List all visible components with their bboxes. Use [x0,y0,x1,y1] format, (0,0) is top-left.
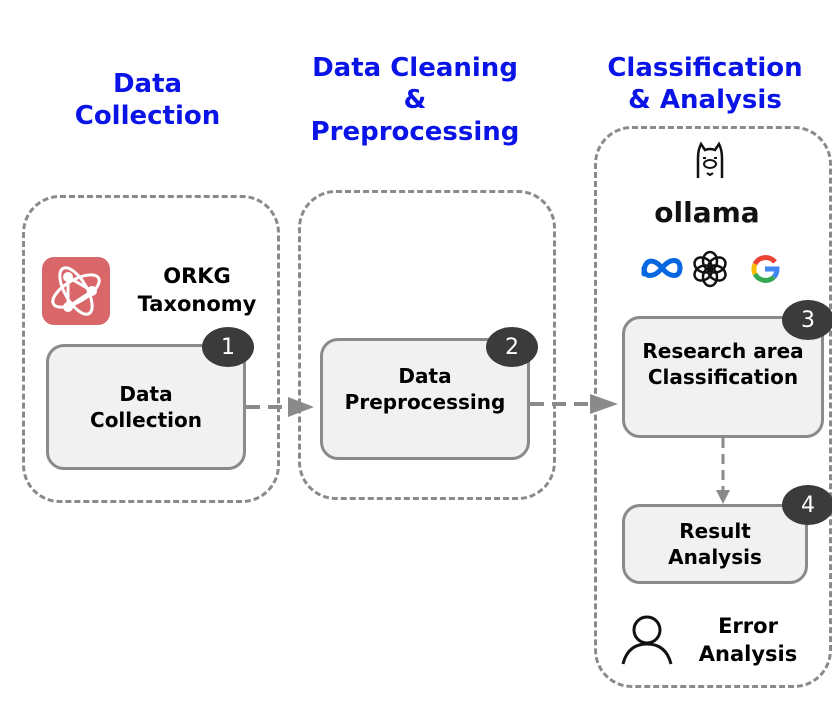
label-line: ORKG [163,264,231,288]
title-line: Data Cleaning [312,53,518,83]
box-line: Data [398,364,452,388]
step-badge-4: 4 [782,485,832,525]
step-badge-3: 3 [782,300,832,340]
arrowhead-1 [288,397,314,417]
ollama-label: ollama [654,196,760,229]
title-line: Data [112,69,183,99]
arrowhead-3 [716,490,730,504]
meta-icon [640,254,684,282]
label-line: Analysis [698,642,798,666]
box-line: Data [119,382,173,406]
label-line: Taxonomy [137,292,257,316]
arrowhead-2 [590,394,618,414]
step-badge-2: 2 [486,327,538,367]
title-line: Collection [74,101,221,131]
title-line: & Analysis [628,85,782,115]
openai-icon [690,249,730,289]
group-preprocessing [298,190,556,500]
group-collection [22,195,280,503]
box-line: Result [679,519,751,543]
box-line: Research area [642,339,804,363]
person-icon [620,614,676,666]
google-icon [750,254,780,284]
orkg-taxonomy-label: ORKG Taxonomy [122,262,272,318]
stage-title-classification: Classification & Analysis [585,52,825,116]
orkg-logo-icon [42,257,110,325]
box-line: Collection [90,408,202,432]
title-line: & [403,85,427,115]
llama-icon [690,140,730,180]
label-line: Error [718,614,778,638]
stage-title-preprocessing: Data Cleaning & Preprocessing [295,52,535,148]
step-badge-1: 1 [202,327,254,367]
title-line: Classification [607,53,803,83]
box-line: Classification [647,365,799,389]
error-analysis-label: Error Analysis [680,612,816,668]
box-line: Preprocessing [344,390,506,414]
stage-title-collection: Data Collection [60,68,235,132]
title-line: Preprocessing [310,117,520,147]
box-line: Analysis [668,545,762,569]
